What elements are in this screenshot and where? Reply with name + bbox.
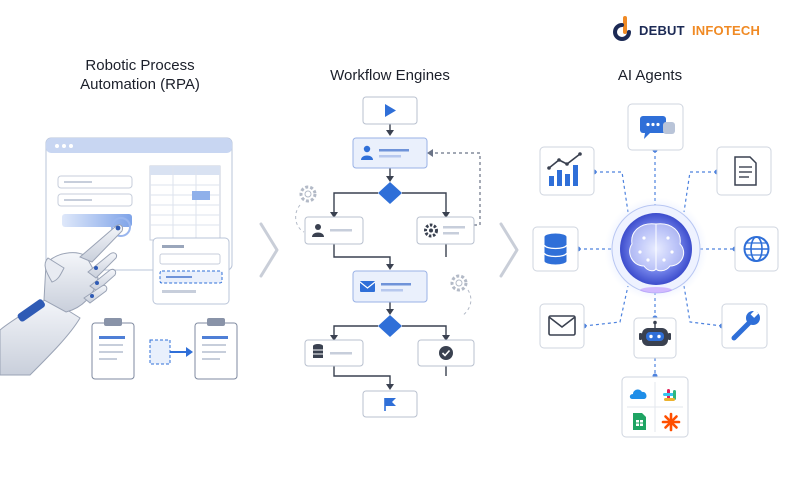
chevron-right-icon — [259, 222, 279, 278]
zapier-icon — [661, 412, 681, 432]
cloud-icon — [629, 389, 647, 399]
check-icon — [439, 346, 453, 360]
brand-mark-icon — [613, 16, 631, 41]
mail-icon — [539, 303, 585, 349]
chat-icon — [627, 103, 684, 151]
play-icon — [385, 104, 396, 117]
user-icon — [361, 145, 373, 160]
database-icon — [313, 344, 323, 358]
integrations-panel — [621, 376, 689, 438]
rpa-title: Robotic Process Automation (RPA) — [55, 56, 225, 94]
dropdown-popup — [152, 237, 230, 305]
robot-hand — [0, 217, 131, 376]
agents-title: AI Agents — [617, 67, 683, 84]
decision-diamond — [378, 182, 402, 204]
gear-icon — [450, 274, 468, 292]
robot-icon — [633, 317, 677, 359]
gear-icon — [299, 185, 317, 203]
brand-name-part2: INFOTECH — [692, 23, 761, 38]
workflow-end-node — [362, 390, 418, 418]
workflow-title: Workflow Engines — [330, 67, 450, 84]
mail-icon — [359, 281, 376, 292]
workflow-person-task-node — [304, 216, 364, 245]
ai-agents-diagram — [532, 103, 779, 438]
database-icon — [532, 226, 579, 272]
user-icon — [312, 224, 324, 237]
brand-name-part1: DEBUT — [639, 23, 685, 38]
document-icon — [716, 146, 772, 196]
sheets-icon — [633, 413, 646, 430]
workflow-mail-task-node — [352, 270, 428, 303]
workflow-diagram — [295, 96, 481, 418]
browser-window — [45, 137, 233, 271]
chart-icon — [539, 146, 595, 196]
workflow-user-task-node — [352, 137, 428, 169]
workflow-automated-task-node — [416, 216, 475, 245]
brand-logo: DEBUT INFOTECH — [612, 16, 782, 44]
flag-icon — [384, 398, 396, 411]
clipboard-source — [91, 318, 135, 380]
slack-icon — [663, 389, 676, 401]
rpa-title-line2: Automation (RPA) — [80, 76, 200, 93]
clipboard-target — [194, 318, 238, 380]
workflow-start-node — [362, 96, 418, 125]
wrench-icon — [721, 303, 768, 349]
transfer-arrow — [149, 339, 193, 365]
rpa-illustration — [0, 137, 238, 380]
decision-diamond — [378, 315, 402, 337]
chevron-right-icon — [499, 222, 519, 278]
globe-icon — [734, 226, 779, 272]
rpa-title-line1: Robotic Process — [85, 57, 195, 74]
workflow-database-task-node — [304, 339, 364, 367]
workflow-approval-task-node — [417, 339, 475, 367]
brain-icon — [604, 197, 708, 301]
gear-icon — [424, 223, 438, 238]
